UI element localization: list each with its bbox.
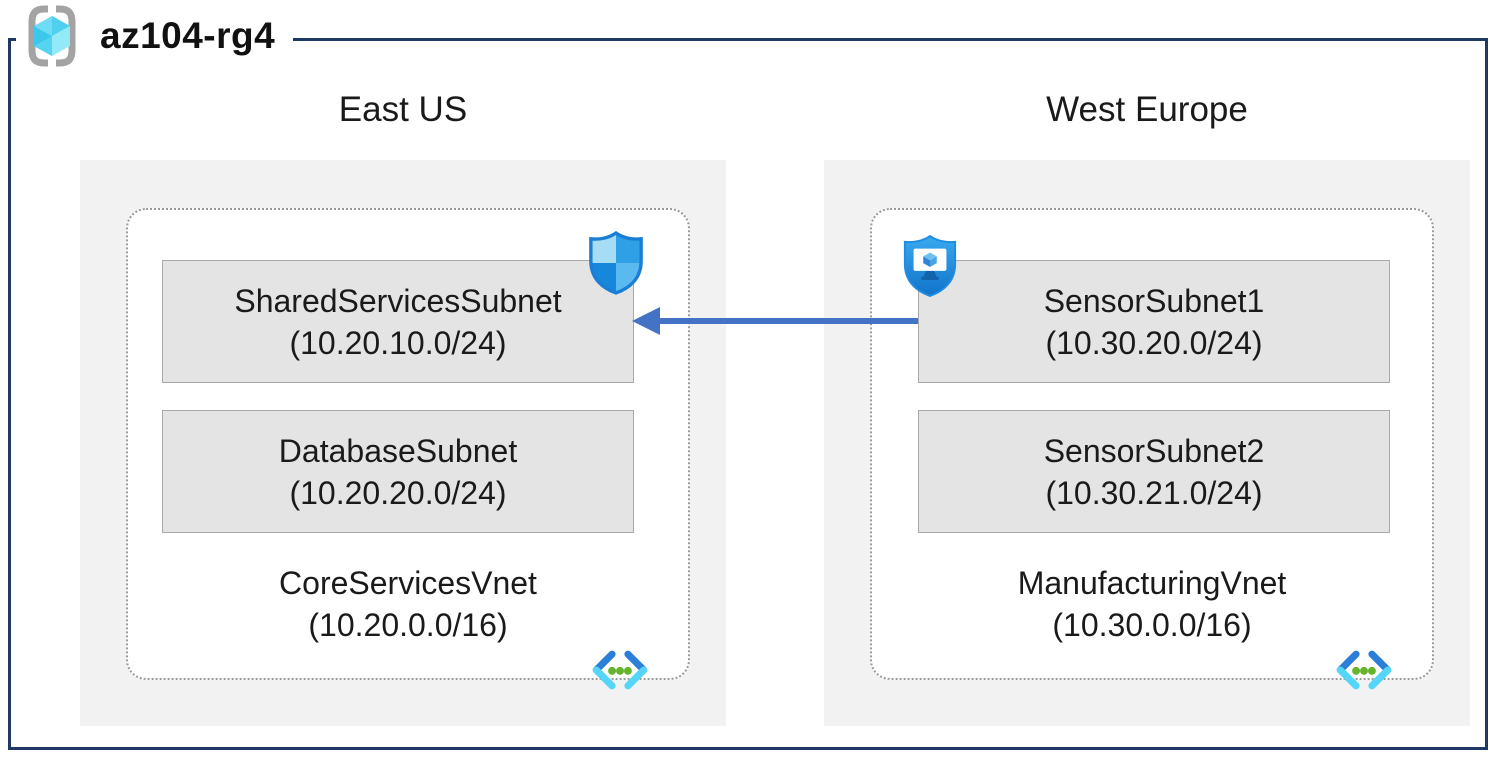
vnet-coreservices: SharedServicesSubnet (10.20.10.0/24) Dat… — [126, 208, 690, 690]
region-label-west-europe: West Europe — [1046, 90, 1248, 129]
resource-group-header: az104-rg4 — [16, 2, 294, 70]
subnet-database: DatabaseSubnet (10.20.20.0/24) — [162, 410, 634, 533]
subnet-name: SensorSubnet2 — [1043, 432, 1265, 469]
vnet-name: CoreServicesVnet — [279, 565, 537, 601]
vnet-manufacturing: SensorSubnet1 (10.30.20.0/24) SensorSubn… — [870, 208, 1434, 690]
peering-arrow — [632, 307, 918, 335]
subnet-cidr: (10.30.20.0/24) — [1045, 324, 1263, 361]
subnet-name: SharedServicesSubnet — [234, 282, 562, 319]
virtual-network-icon — [1336, 650, 1392, 690]
subnet-cidr: (10.20.10.0/24) — [289, 324, 507, 361]
subnet-sharedservices: SharedServicesSubnet (10.20.10.0/24) — [162, 260, 634, 383]
resource-group-icon — [28, 5, 76, 67]
subnet-name: SensorSubnet1 — [1043, 282, 1265, 319]
application-security-group-icon — [903, 234, 957, 297]
subnet-name: DatabaseSubnet — [278, 432, 518, 469]
resource-group-frame — [8, 38, 1488, 750]
vnet-cidr: (10.30.0.0/16) — [1052, 607, 1252, 643]
subnet-sensor1: SensorSubnet1 (10.30.20.0/24) — [918, 260, 1390, 383]
vnet-label: ManufacturingVnet (10.30.0.0/16) — [872, 562, 1432, 646]
subnet-cidr: (10.30.21.0/24) — [1045, 474, 1263, 511]
region-label-east-us: East US — [338, 90, 468, 129]
network-security-group-icon — [589, 230, 643, 295]
vnet-label: CoreServicesVnet (10.20.0.0/16) — [128, 562, 688, 646]
vnet-name: ManufacturingVnet — [1017, 565, 1287, 601]
region-east-us: SharedServicesSubnet (10.20.10.0/24) Dat… — [80, 160, 726, 726]
resource-group-title: az104-rg4 — [100, 15, 276, 56]
subnet-sensor2: SensorSubnet2 (10.30.21.0/24) — [918, 410, 1390, 533]
virtual-network-icon — [592, 650, 648, 690]
region-west-europe: SensorSubnet1 (10.30.20.0/24) SensorSubn… — [824, 160, 1470, 726]
vnet-cidr: (10.20.0.0/16) — [308, 607, 508, 643]
subnet-cidr: (10.20.20.0/24) — [289, 474, 507, 511]
